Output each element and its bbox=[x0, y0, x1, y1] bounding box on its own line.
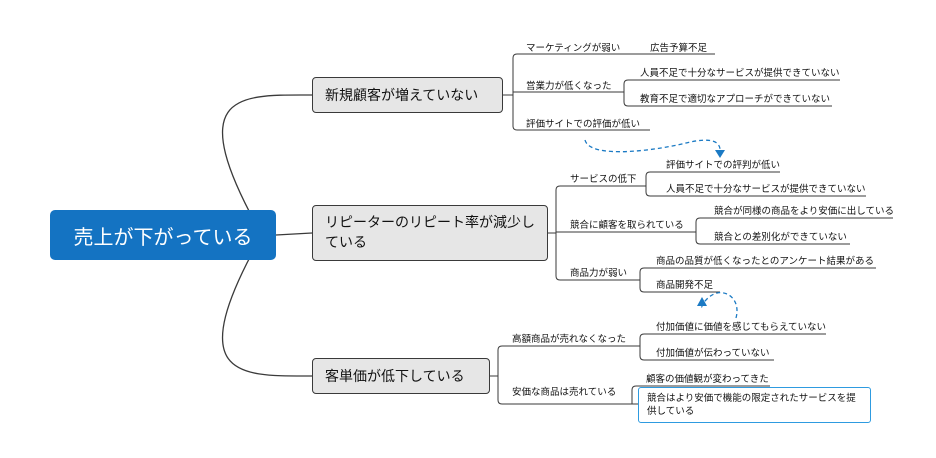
subtopic-review-reputation[interactable]: 評価サイトでの評判が低い bbox=[666, 160, 780, 172]
subtopic-label: 高額商品が売れなくなった bbox=[512, 334, 627, 345]
subtopic-label: 人員不足で十分なサービスが提供できていない bbox=[640, 68, 840, 79]
root-topic-label: 売上が下がっている bbox=[73, 224, 253, 249]
subtopic-label: マーケティングが弱い bbox=[526, 43, 621, 54]
subtopic-ad-budget[interactable]: 広告予算不足 bbox=[650, 43, 707, 55]
subtopic-competitors[interactable]: 競合に顧客を取られている bbox=[570, 220, 684, 232]
subtopic-customer-values[interactable]: 顧客の価値観が変わってきた bbox=[646, 374, 769, 386]
subtopic-marketing[interactable]: マーケティングが弱い bbox=[526, 43, 620, 55]
subtopic-service-decline[interactable]: サービスの低下 bbox=[570, 174, 637, 186]
subtopic-label: 競合はより安価で機能の限定されたサービスを提供している bbox=[647, 393, 856, 417]
subtopic-review-site[interactable]: 評価サイトでの評価が低い bbox=[526, 119, 640, 131]
topic-label: 客単価が低下している bbox=[325, 369, 465, 385]
subtopic-label: 広告予算不足 bbox=[650, 43, 708, 54]
subtopic-premium-products[interactable]: 高額商品が売れなくなった bbox=[512, 334, 626, 346]
subtopic-staff-shortage-2[interactable]: 人員不足で十分なサービスが提供できていない bbox=[666, 184, 866, 196]
subtopic-product-strength[interactable]: 商品力が弱い bbox=[570, 268, 627, 280]
subtopic-quality-survey[interactable]: 商品の品質が低くなったとのアンケート結果がある bbox=[656, 256, 874, 268]
subtopic-label: 商品の品質が低くなったとのアンケート結果がある bbox=[656, 256, 875, 267]
subtopic-staff-shortage[interactable]: 人員不足で十分なサービスが提供できていない bbox=[640, 68, 840, 80]
subtopic-differentiation[interactable]: 競合との差別化ができていない bbox=[714, 232, 847, 244]
subtopic-label: 付加価値が伝わっていない bbox=[656, 348, 770, 359]
subtopic-label: 人員不足で十分なサービスが提供できていない bbox=[666, 184, 866, 195]
subtopic-label: 安価な商品は売れている bbox=[512, 387, 617, 398]
subtopic-label: 商品力が弱い bbox=[570, 268, 628, 279]
subtopic-value-perception[interactable]: 付加価値に価値を感じてもらえていない bbox=[656, 322, 826, 334]
subtopic-cheaper-competitor[interactable]: 競合が同様の商品をより安価に出している bbox=[714, 206, 894, 218]
subtopic-training-shortage[interactable]: 教育不足で適切なアプローチができていない bbox=[640, 94, 830, 106]
subtopic-label: 評価サイトでの評判が低い bbox=[666, 160, 781, 171]
subtopic-label: サービスの低下 bbox=[570, 174, 637, 185]
subtopic-cheap-products[interactable]: 安価な商品は売れている bbox=[512, 387, 616, 399]
subtopic-label: 競合との差別化ができていない bbox=[714, 232, 847, 243]
subtopic-cheaper-limited-service[interactable]: 競合はより安価で機能の限定されたサービスを提供している bbox=[638, 387, 871, 423]
subtopic-label: 商品開発不足 bbox=[656, 280, 714, 291]
subtopic-label: 営業力が低くなった bbox=[526, 81, 612, 92]
subtopic-label: 教育不足で適切なアプローチができていない bbox=[640, 94, 831, 105]
subtopic-label: 顧客の価値観が変わってきた bbox=[646, 374, 769, 385]
subtopic-label: 付加価値に価値を感じてもらえていない bbox=[656, 322, 827, 333]
topic-average-spend[interactable]: 客単価が低下している bbox=[312, 358, 490, 394]
topic-label: リピーターのリピート率が減少している bbox=[325, 215, 535, 251]
subtopic-label: 評価サイトでの評価が低い bbox=[526, 119, 641, 130]
subtopic-label: 競合が同様の商品をより安価に出している bbox=[714, 206, 895, 217]
root-topic[interactable]: 売上が下がっている bbox=[50, 210, 276, 260]
topic-label: 新規顧客が増えていない bbox=[325, 88, 479, 104]
subtopic-product-development[interactable]: 商品開発不足 bbox=[656, 280, 713, 292]
topic-repeat-rate[interactable]: リピーターのリピート率が減少している bbox=[312, 205, 548, 261]
subtopic-label: 競合に顧客を取られている bbox=[570, 220, 684, 231]
subtopic-sales-power[interactable]: 営業力が低くなった bbox=[526, 81, 612, 93]
topic-new-customers[interactable]: 新規顧客が増えていない bbox=[312, 77, 503, 113]
subtopic-value-communication[interactable]: 付加価値が伝わっていない bbox=[656, 348, 770, 360]
